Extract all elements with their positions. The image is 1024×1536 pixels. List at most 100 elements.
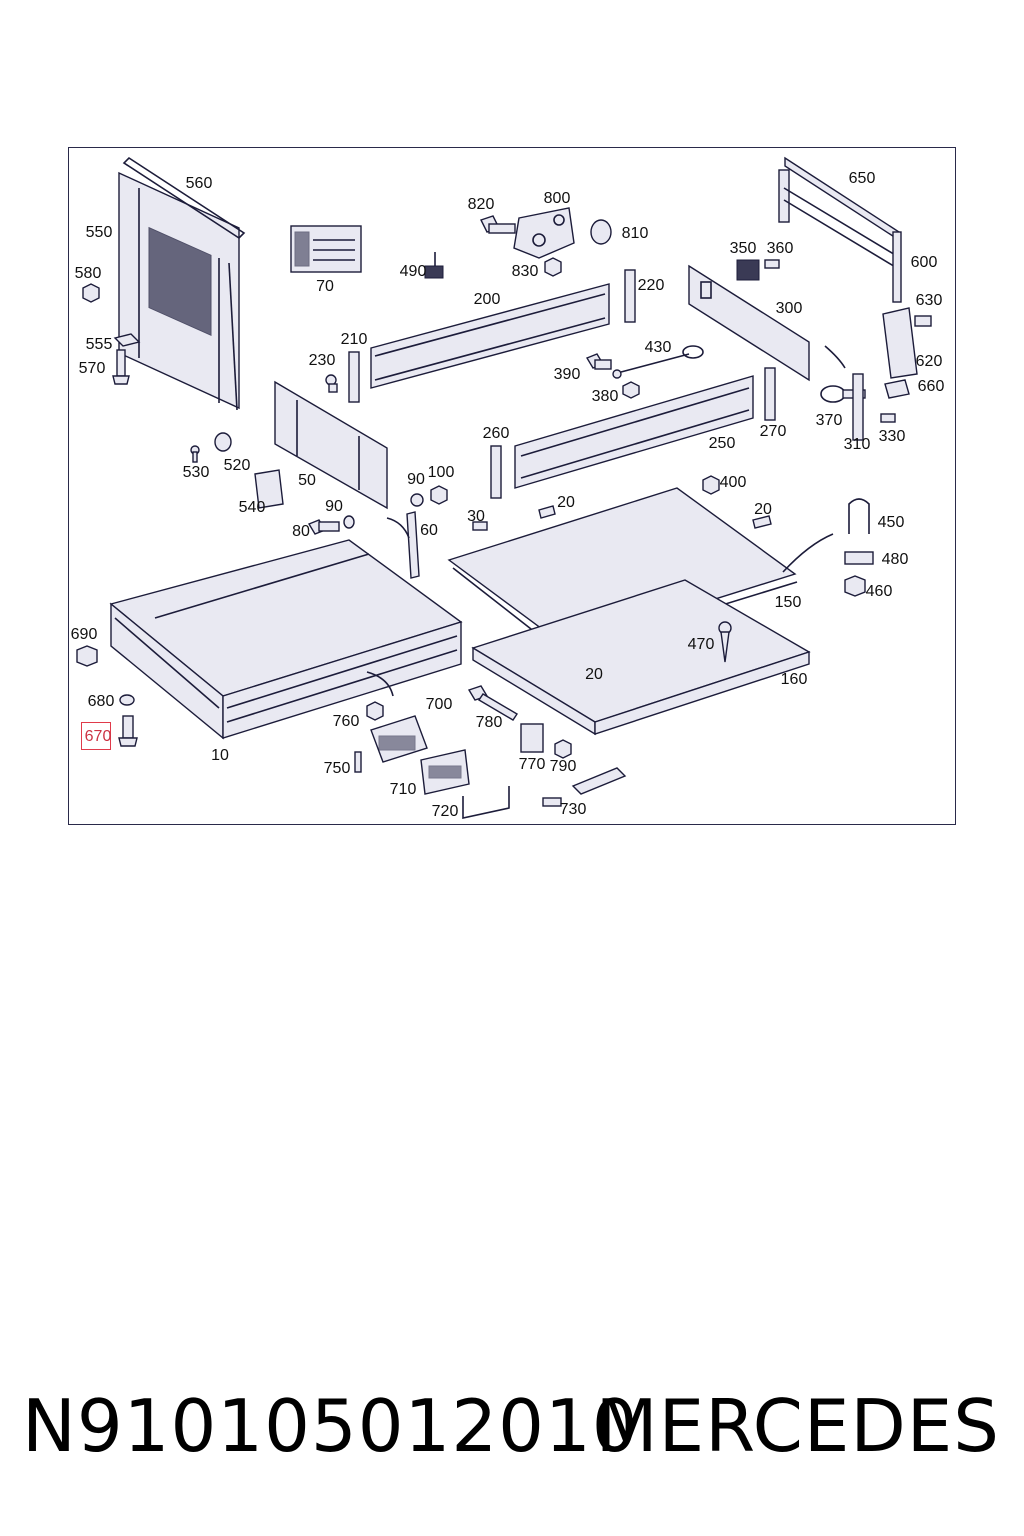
exploded-parts-drawing: [76, 156, 932, 819]
side-board-250: [514, 375, 754, 489]
callout-730: 730: [559, 801, 587, 818]
cable-430: [612, 345, 704, 379]
callout-580: 580: [74, 265, 102, 282]
callout-780: 780: [475, 714, 503, 731]
callout-230: 230: [308, 352, 336, 369]
callout-750: 750: [323, 760, 351, 777]
callout-680: 680: [87, 693, 115, 710]
callout-540: 540: [238, 499, 266, 516]
callout-220: 220: [637, 277, 665, 294]
front-panel-50: [274, 380, 388, 510]
callout-380: 380: [591, 388, 619, 405]
callout-300: 300: [775, 300, 803, 317]
bolt-390-nut-380: [585, 353, 640, 399]
callout-650: 650: [848, 170, 876, 187]
headboard-assembly: [118, 156, 246, 411]
u-bolt-assembly-450-480-460: [844, 498, 874, 597]
callout-60: 60: [420, 522, 438, 539]
callout-710: 710: [389, 781, 417, 798]
callout-400: 400: [719, 474, 747, 491]
callout-720: 720: [431, 803, 459, 820]
callout-80: 80: [292, 523, 310, 540]
nut-400: [702, 475, 720, 495]
bolt-230: [325, 374, 338, 393]
post-270: [764, 367, 776, 421]
screw-470: [718, 621, 732, 663]
callout-520: 520: [223, 457, 251, 474]
callout-450: 450: [877, 514, 905, 531]
callout-530: 530: [182, 464, 210, 481]
callout-260: 260: [482, 425, 510, 442]
callout-310: 310: [843, 436, 871, 453]
callout-20a: 20: [557, 494, 575, 511]
highlighted-callout-box: [81, 722, 111, 750]
post-220: [624, 269, 636, 323]
callout-270: 270: [759, 423, 787, 440]
pin-part-490: [424, 252, 444, 279]
callout-790: 790: [549, 758, 577, 775]
callout-20b: 20: [754, 501, 772, 518]
callout-480: 480: [881, 551, 909, 568]
callout-570: 570: [78, 360, 106, 377]
post-310: [852, 373, 864, 441]
callout-90a: 90: [407, 471, 425, 488]
callout-250: 250: [708, 435, 736, 452]
callout-690: 690: [70, 626, 98, 643]
callout-555: 555: [85, 336, 113, 353]
callout-390: 390: [553, 366, 581, 383]
callout-490: 490: [399, 263, 427, 280]
post-210: [348, 351, 360, 403]
hinge-bracket-assembly: [480, 207, 612, 277]
side-board-200: [370, 283, 610, 389]
callout-800: 800: [543, 190, 571, 207]
callout-660: 660: [917, 378, 945, 395]
callout-830: 830: [511, 263, 539, 280]
brand-text: MERCEDES: [595, 1384, 1000, 1468]
callout-560: 560: [185, 175, 213, 192]
tool-box-parts-700-760-750-710-720: [354, 701, 510, 819]
callout-670: 670: [84, 728, 112, 745]
small-parts-530-520-540: [190, 432, 284, 509]
callout-50: 50: [298, 472, 316, 489]
callout-820: 820: [467, 196, 495, 213]
callout-70: 70: [316, 278, 334, 295]
callout-330: 330: [878, 428, 906, 445]
callout-20c: 20: [585, 666, 603, 683]
main-platform-body-10: [109, 539, 463, 740]
part-number-text: N910105012010: [22, 1384, 639, 1468]
callout-760: 760: [332, 713, 360, 730]
callout-630: 630: [915, 292, 943, 309]
fasteners-80-90-100-60: [307, 485, 448, 579]
callout-430: 430: [644, 339, 672, 356]
post-260: [490, 445, 502, 499]
bolt-330: [880, 413, 896, 423]
callout-470: 470: [687, 636, 715, 653]
headboard-fasteners: [82, 283, 141, 385]
callout-200: 200: [473, 291, 501, 308]
callout-150: 150: [774, 594, 802, 611]
callout-160: 160: [780, 671, 808, 688]
callout-370: 370: [815, 412, 843, 429]
parts-diagram-frame: 560 550 580 555 570 70 820 800 810 830 490 200 220 35…: [68, 147, 956, 825]
callout-90b: 90: [325, 498, 343, 515]
warning-label-sticker: [290, 225, 362, 273]
callout-550: 550: [85, 224, 113, 241]
callout-210: 210: [340, 331, 368, 348]
callout-600: 600: [910, 254, 938, 271]
callout-100: 100: [427, 464, 455, 481]
callout-350: 350: [729, 240, 757, 257]
fasteners-780-770-790-730: [467, 685, 627, 807]
floor-board-160: [471, 579, 811, 736]
rear-post-assembly: [778, 156, 932, 399]
callout-30: 30: [467, 508, 485, 525]
callout-700: 700: [425, 696, 453, 713]
callout-360: 360: [766, 240, 794, 257]
pointer-arrows: [366, 345, 846, 697]
fasteners-690-680-670: [76, 645, 138, 747]
end-board-300: [688, 259, 810, 382]
callout-10: 10: [211, 747, 229, 764]
callout-810: 810: [621, 225, 649, 242]
callout-770: 770: [518, 756, 546, 773]
callout-460: 460: [865, 583, 893, 600]
callout-620: 620: [915, 353, 943, 370]
